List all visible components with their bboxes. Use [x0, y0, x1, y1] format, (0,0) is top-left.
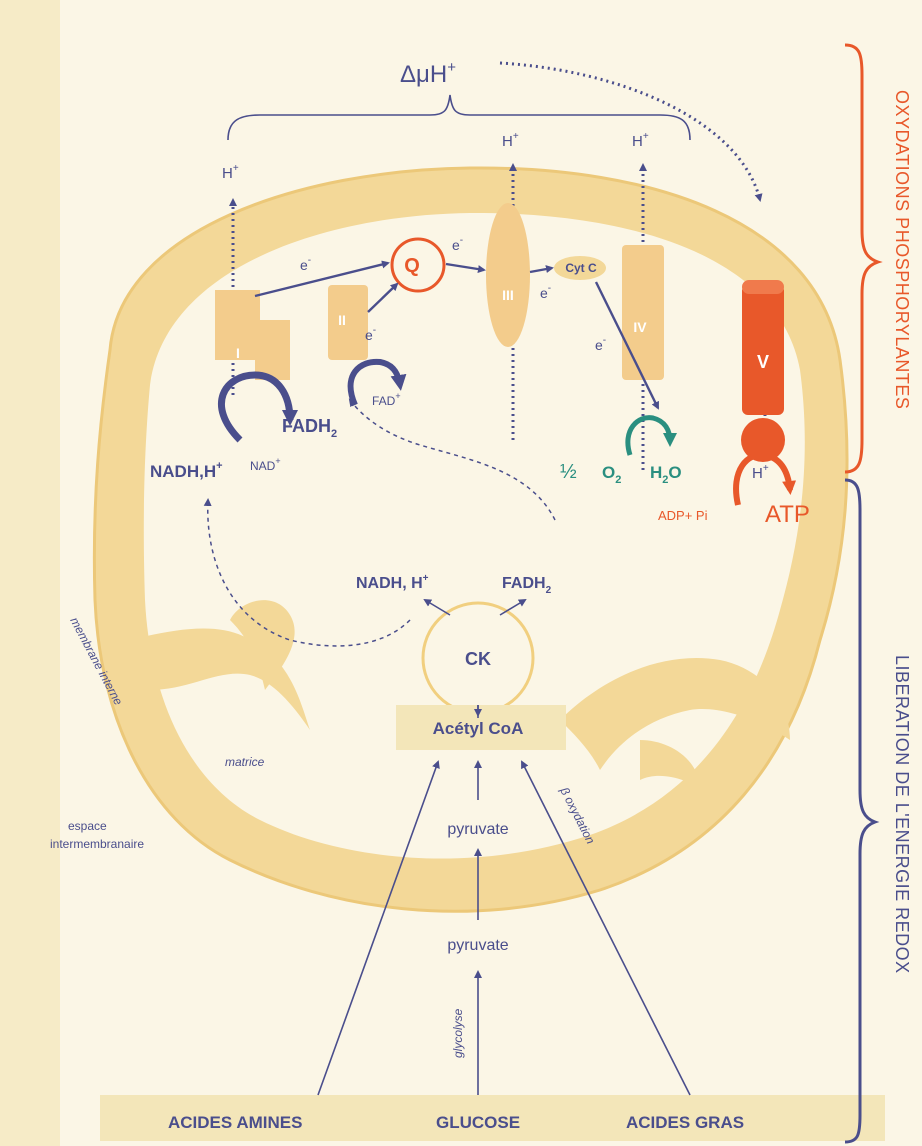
svg-text:Q: Q [404, 255, 420, 277]
mitochondrion [94, 168, 847, 911]
complex-v: V [741, 280, 785, 462]
svg-text:II: II [338, 312, 346, 328]
krebs-nadh-label: NADH, H+ [356, 573, 429, 592]
krebs-cycle: CK [423, 603, 533, 713]
matrice-label: matrice [225, 755, 265, 769]
source-acides-amines: ACIDES AMINES [168, 1113, 302, 1132]
complex-iv: IV [622, 245, 664, 380]
glycolyse-label: glycolyse [451, 1008, 465, 1058]
atp-label: ATP [765, 501, 810, 528]
liberation-brace [845, 480, 875, 1142]
proton-label-iv: H+ [632, 131, 649, 150]
espace-label-1: espace [68, 819, 107, 833]
left-margin-band [0, 0, 60, 1146]
proton-label-i: H+ [222, 163, 239, 182]
quinone: Q [392, 239, 444, 291]
espace-label-2: intermembranaire [50, 837, 144, 851]
acetyl-coa-label: Acétyl CoA [433, 719, 524, 738]
svg-text:III: III [502, 287, 514, 303]
svg-text:CK: CK [465, 649, 491, 669]
nadh-left-label: NADH,H+ [150, 460, 223, 481]
svg-text:Cyt C: Cyt C [565, 261, 597, 275]
svg-text:IV: IV [633, 319, 647, 335]
adp-label: ADP+ Pi [658, 508, 708, 523]
proton-label-iii: H+ [502, 131, 519, 150]
svg-text:V: V [757, 352, 769, 372]
svg-text:I: I [236, 345, 240, 361]
source-glucose: GLUCOSE [436, 1113, 520, 1132]
pyruvate-upper-label: pyruvate [447, 821, 508, 838]
oxydations-brace [845, 45, 878, 472]
complex-iii: III [486, 203, 530, 347]
oxydations-header: OXYDATIONS PHOSPHORYLANTES [892, 90, 912, 409]
complex-ii: II [328, 285, 368, 360]
liberation-header: LIBERATION DE L'ENERGIE REDOX [892, 655, 912, 974]
source-acides-gras: ACIDES GRAS [626, 1113, 744, 1132]
half-label: ½ [560, 461, 577, 483]
pyruvate-lower-label: pyruvate [447, 937, 508, 954]
gradient-brace [228, 95, 690, 140]
delta-muh-label: ΔμH+ [400, 59, 456, 88]
cytochrome-c: Cyt C [554, 256, 606, 280]
